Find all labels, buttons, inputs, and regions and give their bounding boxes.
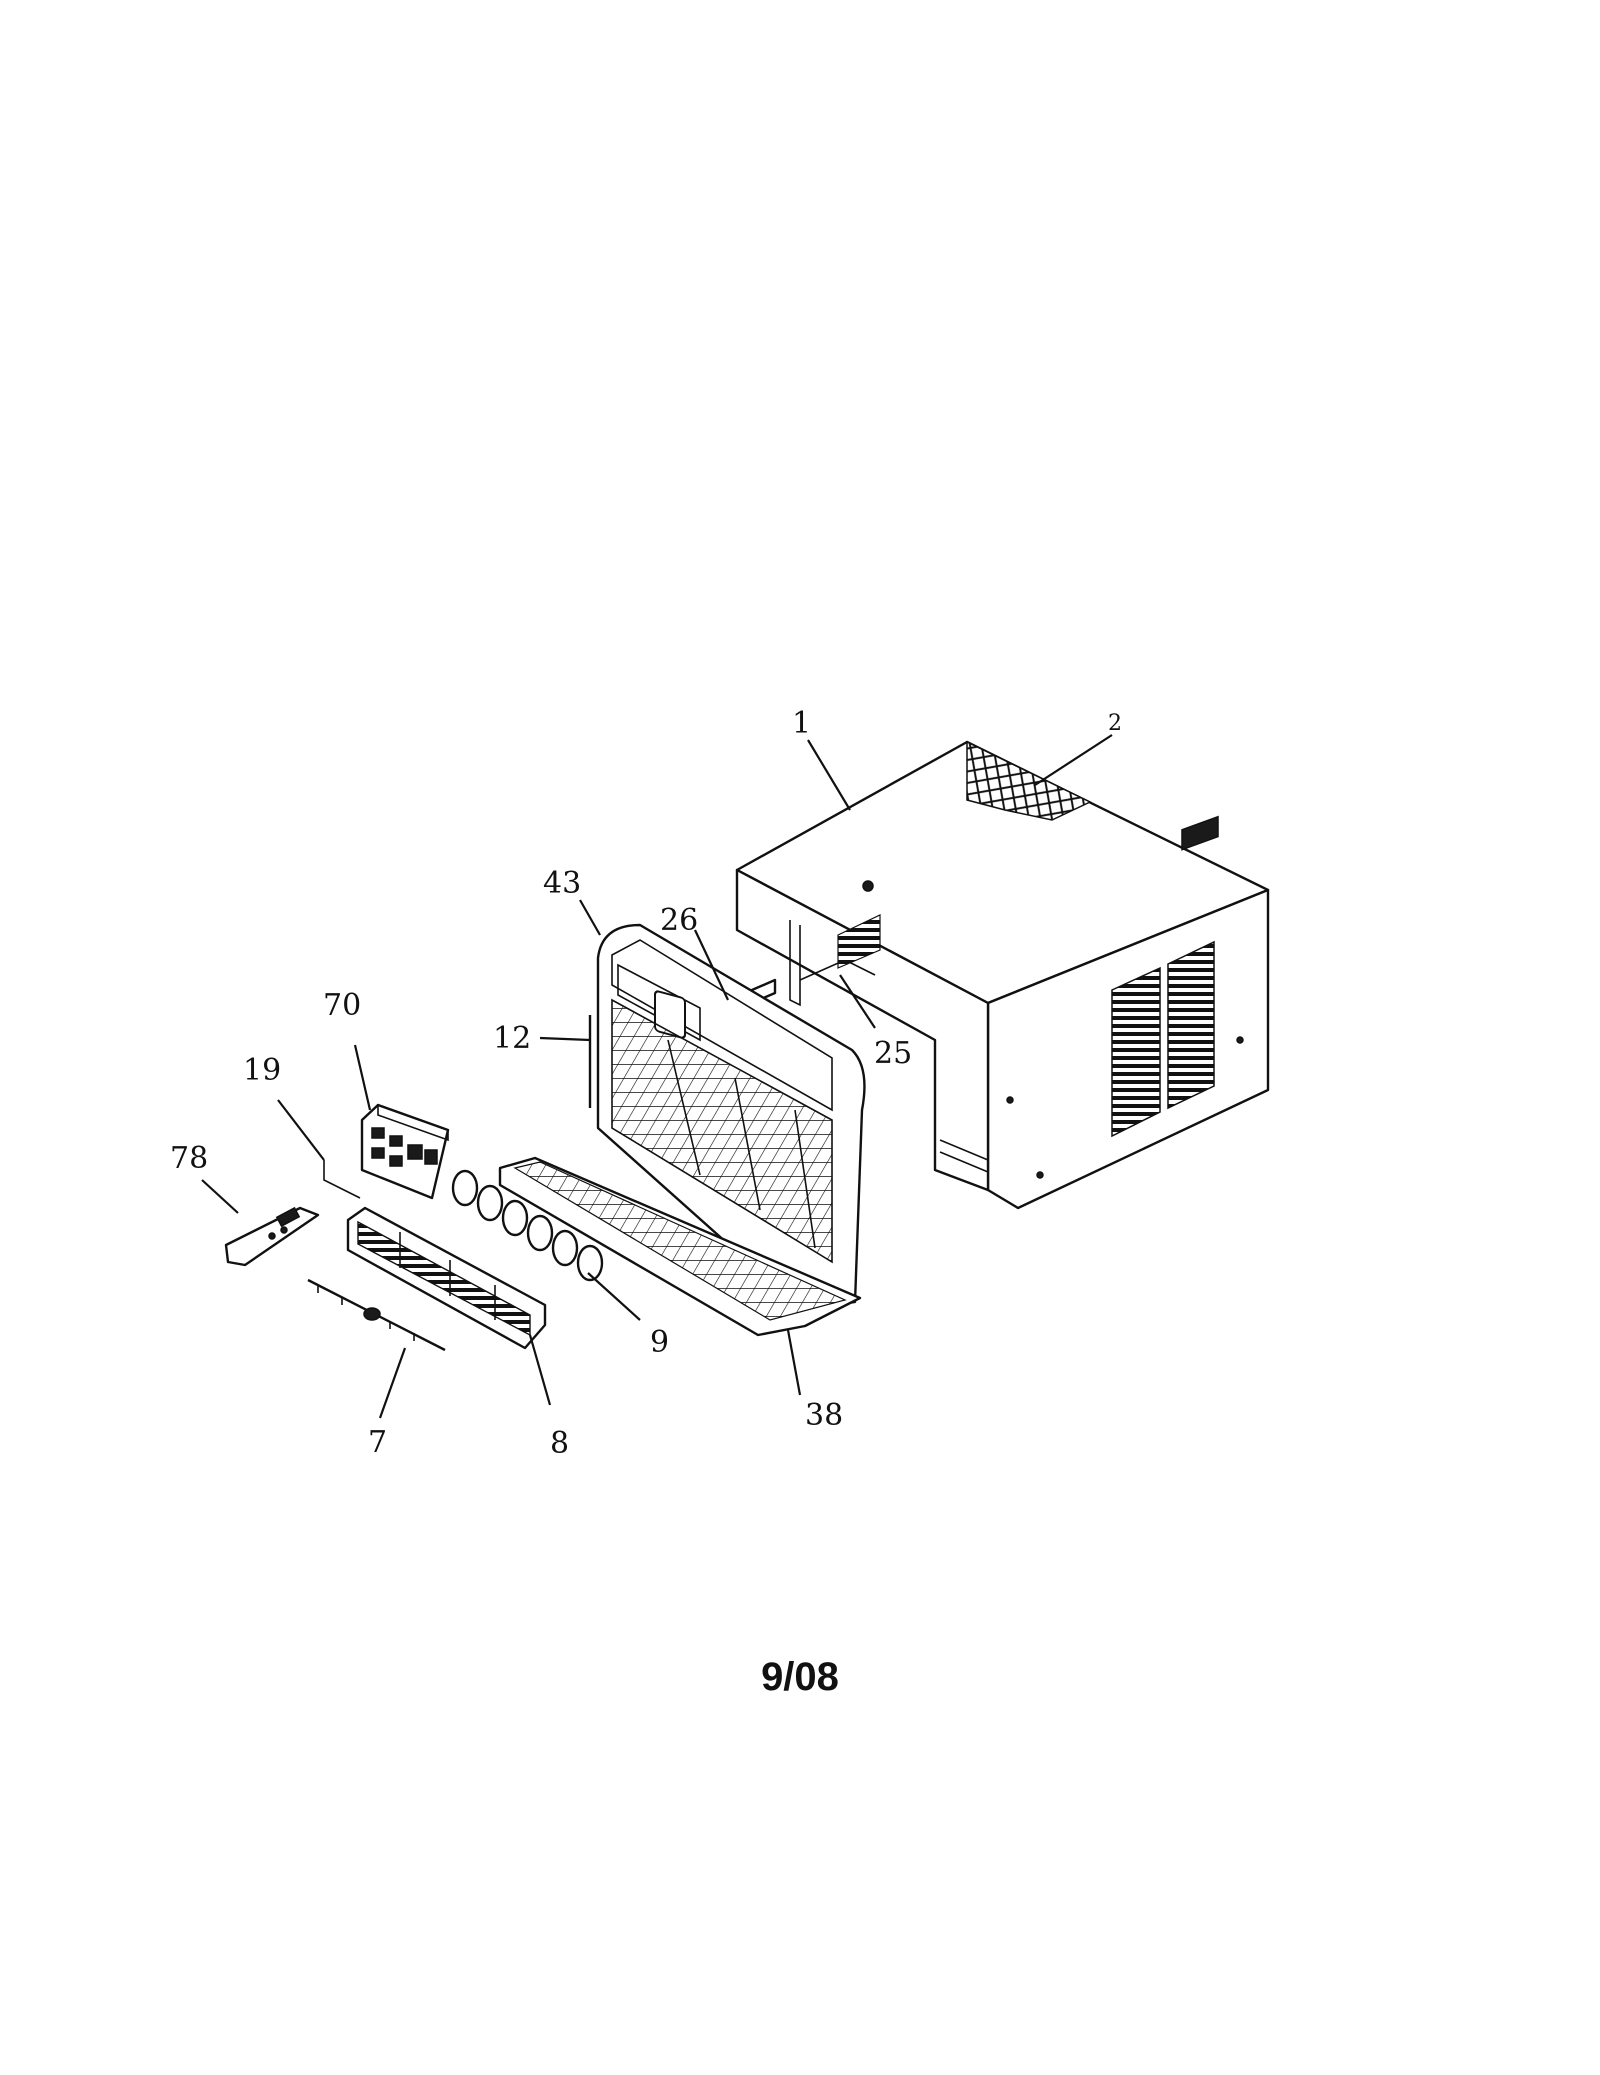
remote-control <box>224 1206 320 1267</box>
callout-38: 38 <box>805 1398 843 1433</box>
callout-7: 7 <box>368 1425 387 1460</box>
vane-rod <box>307 1278 446 1352</box>
control-box <box>360 1103 450 1200</box>
callout-25: 25 <box>874 1036 912 1071</box>
callout-43: 43 <box>543 866 581 901</box>
callout-9: 9 <box>650 1325 669 1360</box>
callout-labels: 1 2 43 26 25 70 12 19 78 9 38 7 8 <box>170 706 1122 1461</box>
inner-coil <box>837 914 881 969</box>
side-louver-left <box>1111 966 1161 1138</box>
front-panel <box>596 923 866 1312</box>
callout-70: 70 <box>323 988 361 1023</box>
louver-discs <box>451 1169 604 1282</box>
mesh-screen <box>966 740 1092 821</box>
side-louver-right <box>1167 940 1215 1110</box>
callout-19: 19 <box>243 1053 281 1088</box>
callout-78: 78 <box>170 1141 208 1176</box>
callout-12: 12 <box>493 1021 531 1056</box>
revision-date: 9/08 <box>761 1655 839 1699</box>
callout-8: 8 <box>550 1426 569 1461</box>
cabinet <box>735 740 1270 1210</box>
callout-2: 2 <box>1108 711 1122 736</box>
leader-lines <box>201 734 1113 1419</box>
callout-1: 1 <box>792 706 811 741</box>
label-sheet <box>323 1160 361 1199</box>
callout-26: 26 <box>660 903 698 938</box>
bottom-tray <box>498 1156 862 1337</box>
